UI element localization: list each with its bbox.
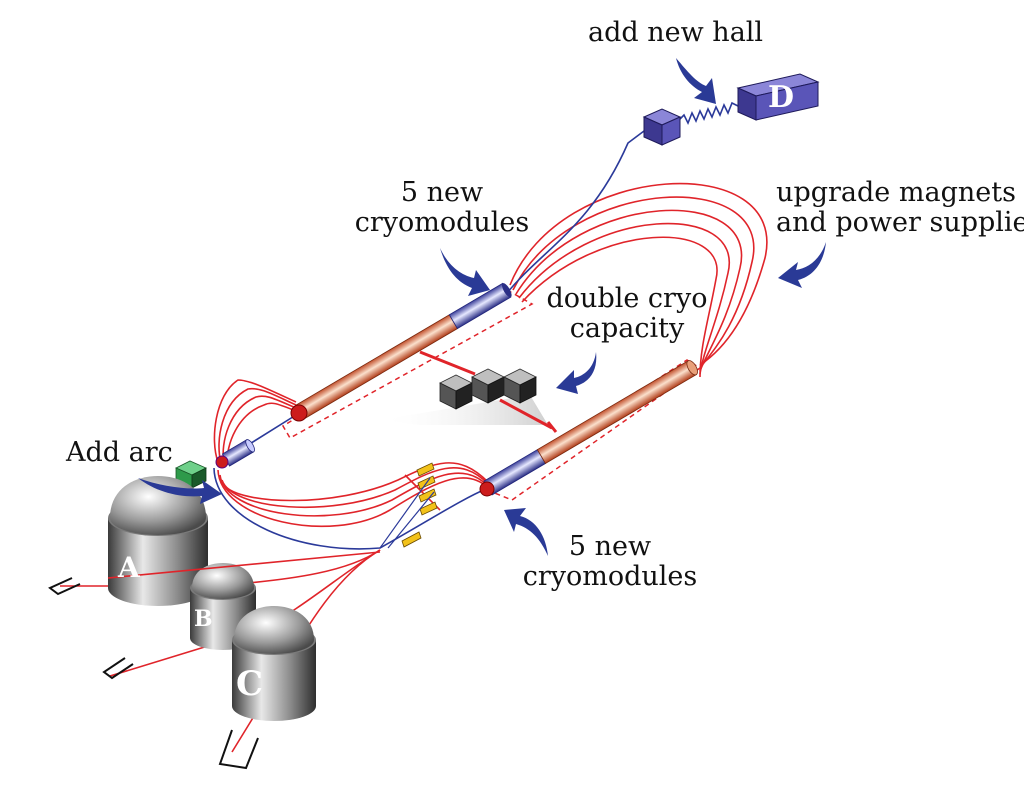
north-linac [290, 282, 512, 422]
label-double-cryo: double cryo capacity [542, 284, 712, 344]
corrector-magnets [401, 462, 438, 548]
hall-a-beam-overlay [107, 551, 381, 579]
cryo-box-2 [471, 368, 505, 404]
label-upgrade-line1: upgrade magnets [776, 177, 1016, 208]
hall-a-label: A [118, 551, 140, 584]
label-cryo-top-line2: cryomodules [354, 207, 530, 238]
hall-d-label: D [768, 80, 795, 115]
label-cryo-bottom: 5 new cryomodules [520, 532, 700, 592]
arrow-add-arc [138, 478, 222, 504]
cryo-box-3 [503, 368, 537, 404]
arrow-cryo-top [440, 248, 490, 296]
label-cryo-bottom-line1: 5 new [568, 531, 652, 562]
label-cryo-top: 5 new cryomodules [352, 178, 532, 238]
label-cryo-top-line1: 5 new [400, 177, 484, 208]
label-upgrade-magnets: upgrade magnets and power supplies [776, 177, 1024, 238]
label-upgrade-line2: and power supplies [776, 207, 1024, 238]
pointer-arrows [138, 58, 826, 556]
hall-d-building [736, 73, 820, 121]
hall-b-label: B [194, 606, 213, 632]
arc-block [175, 460, 207, 489]
arrow-upgrade-magnets [778, 242, 826, 288]
cryo-box-1 [439, 374, 473, 410]
label-add-arc: Add arc [66, 438, 173, 468]
label-cryo-bottom-line2: cryomodules [522, 561, 698, 592]
arrow-double-cryo [556, 352, 597, 394]
arrow-cryo-bottom [504, 508, 548, 556]
spring-connector [677, 101, 739, 125]
label-add-new-hall-text: add new hall [588, 17, 764, 48]
label-double-line2: capacity [569, 313, 685, 344]
label-add-arc-text: Add arc [66, 437, 173, 468]
transport-lines [379, 477, 435, 549]
arrow-add-new-hall [676, 58, 716, 104]
injector [215, 439, 255, 469]
hall-d-tagger [642, 108, 682, 146]
label-double-line1: double cryo [546, 283, 708, 314]
beam-dumps [48, 577, 259, 770]
south-linac [479, 360, 698, 497]
hall-c-building [232, 606, 316, 721]
cryo-plant [380, 350, 558, 433]
label-add-new-hall: add new hall [588, 18, 763, 48]
hall-c-label: C [236, 664, 264, 704]
